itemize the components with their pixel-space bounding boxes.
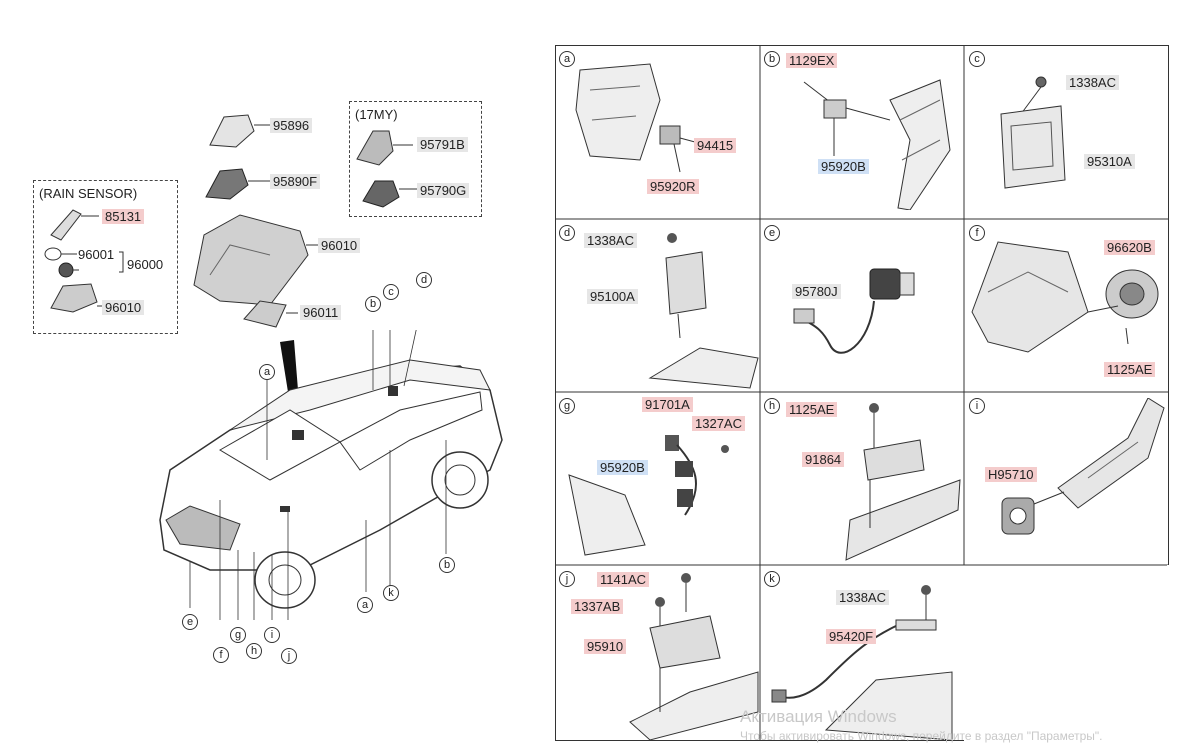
panel-f-drawing <box>971 241 1159 353</box>
part-95890F: 95890F <box>270 174 321 189</box>
panel-k-drawing <box>771 585 953 740</box>
rain-sensor-title: (RAIN SENSOR) <box>39 186 138 201</box>
panel-d-drawing <box>648 233 759 389</box>
panel-a-part-95920R: 95920R <box>647 179 699 194</box>
panel-h-letter: h <box>764 398 780 414</box>
panel-d-part-1338AC: 1338AC <box>584 233 637 248</box>
part-96000: 96000 <box>127 257 164 272</box>
panel-j-part-1141AC: 1141AC <box>597 572 650 587</box>
vehicle-callout-e: e <box>182 614 198 630</box>
part-96011: 96011 <box>300 305 342 320</box>
part-85131: 85131 <box>102 209 145 224</box>
panel-f-part-96620B: 96620B <box>1104 240 1155 255</box>
panel-h-part-1125AE: 1125AE <box>786 402 838 417</box>
panel-f-letter: f <box>969 225 985 241</box>
panel-j-part-95910: 95910 <box>584 639 627 654</box>
part-95791B: 95791B <box>417 137 468 152</box>
panel-i-letter: i <box>969 398 985 414</box>
part-96010-rain: 96010 <box>102 300 145 315</box>
panel-c-letter: c <box>969 51 985 67</box>
rain-sensor-drawing <box>44 209 124 313</box>
panel-e-part-95780J: 95780J <box>792 284 841 299</box>
my17-title: (17MY) <box>355 107 398 122</box>
panel-f-part-1125AE: 1125AE <box>1104 362 1156 377</box>
vehicle-callout-a-top: a <box>259 364 275 380</box>
panel-d-part-95100A: 95100A <box>587 289 638 304</box>
my17-group-box <box>349 101 482 217</box>
panel-c-part-95310A: 95310A <box>1084 154 1135 169</box>
overhead-parts-drawing <box>193 114 318 328</box>
panel-i-drawing <box>1001 398 1165 535</box>
panel-a-drawing <box>575 63 711 173</box>
vehicle-callout-i: i <box>264 627 280 643</box>
panel-b-letter: b <box>764 51 780 67</box>
panel-j-drawing <box>629 573 759 741</box>
my17-drawing <box>356 130 417 208</box>
part-96001: 96001 <box>78 247 115 262</box>
panel-c-part-1338AC: 1338AC <box>1066 75 1119 90</box>
vehicle-callout-k-bottom: k <box>383 585 399 601</box>
panel-e-letter: e <box>764 225 780 241</box>
panel-i-part-H95710: H95710 <box>985 467 1037 482</box>
panel-g-letter: g <box>559 398 575 414</box>
vehicle-callout-a-bottom: a <box>357 597 373 613</box>
panel-g-part-91701A: 91701A <box>642 397 693 412</box>
windows-activation-subtitle: Чтобы активировать Windows, перейдите в … <box>740 729 1103 743</box>
panel-b-drawing <box>803 79 951 210</box>
panel-g-part-1327AC: 1327AC <box>692 416 745 431</box>
part-96010: 96010 <box>318 238 361 253</box>
panel-b-part-95920B: 95920B <box>818 159 869 174</box>
panel-h-part-91864: 91864 <box>802 452 845 467</box>
part-95896: 95896 <box>270 118 313 133</box>
panel-j-letter: j <box>559 571 575 587</box>
vehicle-callout-g: g <box>230 627 246 643</box>
panel-k-letter: k <box>764 571 780 587</box>
panel-d-letter: d <box>559 225 575 241</box>
panel-e-drawing <box>793 268 915 354</box>
panel-a-letter: a <box>559 51 575 67</box>
panel-a-part-94415: 94415 <box>694 138 737 153</box>
vehicle-callout-c-top: c <box>383 284 399 300</box>
panel-k-part-1338AC: 1338AC <box>836 590 889 605</box>
panel-k-part-95420F: 95420F <box>826 629 877 644</box>
panel-j-part-1337AB: 1337AB <box>571 599 624 614</box>
vehicle-callout-b-top: b <box>365 296 381 312</box>
panel-b-part-1129EX: 1129EX <box>786 53 838 68</box>
windows-activation-title: Активация Windows <box>740 707 897 726</box>
panel-g-part-95920B: 95920B <box>597 460 648 475</box>
panel-g-drawing <box>568 435 729 556</box>
vehicle-callout-f: f <box>213 647 229 663</box>
panel-h-drawing <box>845 403 961 561</box>
panel-c-drawing <box>1000 76 1066 189</box>
vehicle-callout-d-top: d <box>416 272 432 288</box>
vehicle-drawing <box>159 330 503 620</box>
vehicle-callout-b-bottom: b <box>439 557 455 573</box>
vehicle-callout-h: h <box>246 643 262 659</box>
panel-grid-lines <box>555 45 1169 741</box>
rain-sensor-group-box <box>33 180 178 334</box>
part-95790G: 95790G <box>417 183 470 198</box>
vehicle-callout-j: j <box>281 648 297 664</box>
